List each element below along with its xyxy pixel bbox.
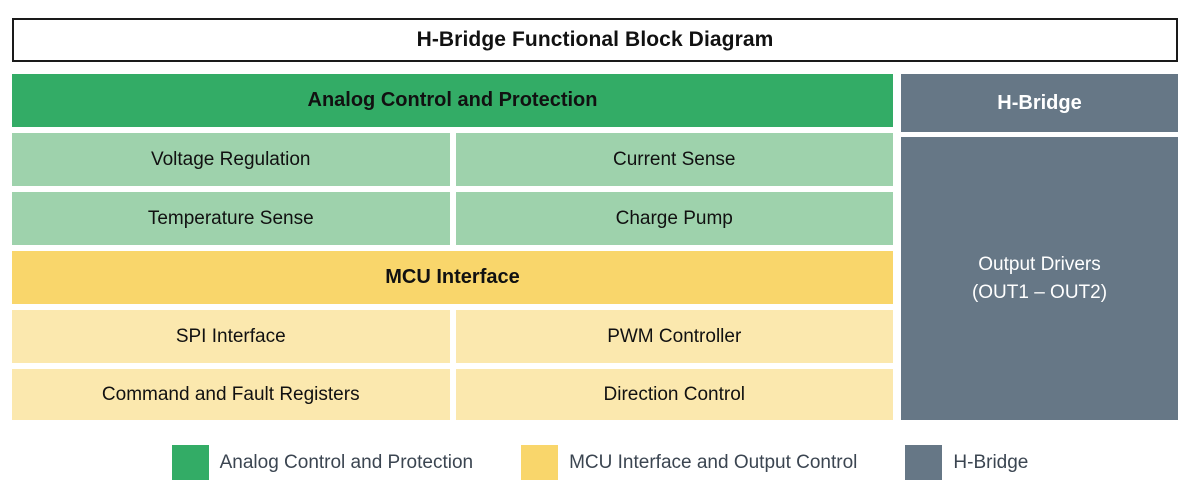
block-command-and-fault-registers: Command and Fault Registers [12, 369, 450, 420]
legend-item-hbridge: H-Bridge [905, 445, 1028, 480]
analog-subblock-row-1: Voltage Regulation Current Sense [12, 133, 893, 186]
page-title: H-Bridge Functional Block Diagram [416, 28, 774, 51]
block-label: Direction Control [603, 383, 746, 405]
legend-item-analog: Analog Control and Protection [171, 445, 474, 480]
block-pwm-controller: PWM Controller [455, 310, 893, 363]
analog-control-header-label: Analog Control and Protection [307, 89, 598, 111]
analog-subblock-row-2: Temperature Sense Charge Pump [12, 192, 893, 245]
block-current-sense: Current Sense [455, 133, 893, 186]
mcu-interface-header-block: MCU Interface [12, 251, 893, 304]
hbridge-output-drivers-block: Output Drivers (OUT1 – OUT2) [901, 137, 1178, 420]
output-drivers-line-1: Output Drivers [978, 253, 1101, 275]
legend: Analog Control and Protection MCU Interf… [0, 436, 1200, 489]
right-column: H-Bridge Output Drivers (OUT1 – OUT2) [901, 74, 1178, 420]
legend-item-mcu: MCU Interface and Output Control [521, 445, 857, 480]
legend-swatch-icon [171, 445, 209, 480]
mcu-interface-header-label: MCU Interface [385, 266, 520, 288]
hbridge-body-text: Output Drivers (OUT1 – OUT2) [972, 251, 1107, 306]
mcu-subblock-row-1: SPI Interface PWM Controller [12, 310, 893, 363]
mcu-subblock-row-2: Command and Fault Registers Direction Co… [12, 369, 893, 420]
block-label: Current Sense [612, 148, 736, 170]
left-column: Analog Control and Protection Voltage Re… [12, 74, 893, 420]
diagram-title-bar: H-Bridge Functional Block Diagram [12, 18, 1178, 62]
block-label: Charge Pump [615, 207, 733, 229]
block-charge-pump: Charge Pump [455, 192, 893, 245]
hbridge-header-label: H-Bridge [997, 91, 1082, 114]
block-label: Temperature Sense [147, 207, 314, 229]
block-spi-interface: SPI Interface [12, 310, 450, 363]
block-temperature-sense: Temperature Sense [12, 192, 450, 245]
block-label: Voltage Regulation [150, 148, 311, 170]
hbridge-header-block: H-Bridge [901, 74, 1178, 132]
block-label: Command and Fault Registers [101, 383, 360, 405]
legend-swatch-icon [905, 445, 943, 480]
output-drivers-line-2: (OUT1 – OUT2) [971, 281, 1108, 303]
legend-label: MCU Interface and Output Control [569, 451, 858, 473]
legend-swatch-icon [521, 445, 559, 480]
block-label: PWM Controller [607, 325, 742, 347]
block-voltage-regulation: Voltage Regulation [12, 133, 450, 186]
legend-label: H-Bridge [953, 451, 1029, 473]
block-direction-control: Direction Control [455, 369, 893, 420]
analog-control-header-block: Analog Control and Protection [12, 74, 893, 127]
block-label: SPI Interface [175, 325, 286, 347]
legend-label: Analog Control and Protection [219, 451, 474, 473]
